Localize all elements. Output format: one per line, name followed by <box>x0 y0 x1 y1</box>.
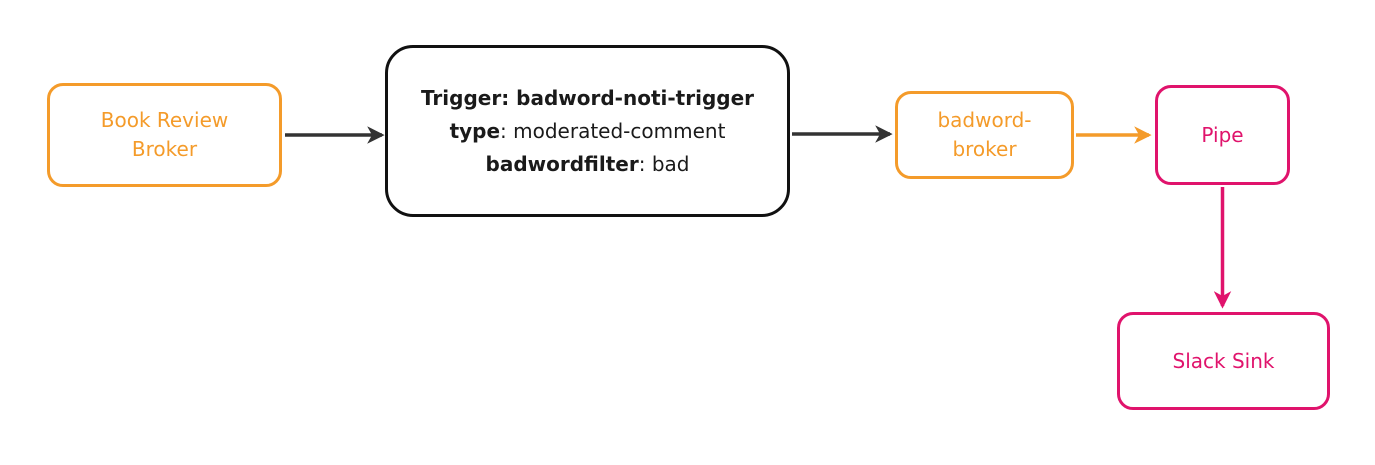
node-trigger-label: Trigger: badword-noti-trigger type: mode… <box>421 82 754 181</box>
trigger-line1: Trigger: badword-noti-trigger <box>420 85 755 110</box>
node-badword-broker: badword-broker <box>895 91 1074 179</box>
node-label: Slack Sink <box>1172 348 1275 373</box>
node-label: Pipe <box>1201 122 1244 147</box>
node-book-review-broker: Book Review Broker <box>47 83 282 187</box>
node-trigger: Trigger: badword-noti-trigger type: mode… <box>385 45 790 217</box>
trigger-line2-key: type <box>449 118 501 143</box>
node-slack-sink: Slack Sink <box>1117 312 1330 410</box>
trigger-line3-value: : bad <box>638 151 690 176</box>
node-pipe: Pipe <box>1155 85 1290 185</box>
trigger-line3-key: badwordfilter <box>485 151 639 176</box>
node-label: Book Review Broker <box>100 108 229 161</box>
trigger-line2-value: : moderated-comment <box>500 118 726 143</box>
node-label: badword-broker <box>937 108 1032 161</box>
